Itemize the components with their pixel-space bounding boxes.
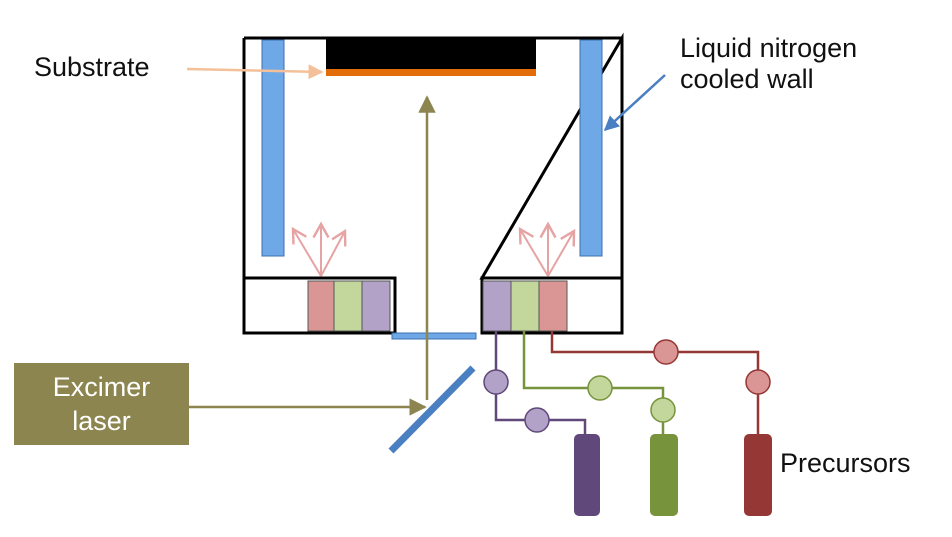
mirror — [388, 365, 476, 454]
red-valve-2[interactable] — [745, 369, 771, 395]
green-valve-2[interactable] — [650, 397, 676, 423]
substrate-holder — [326, 39, 536, 69]
source-block-left — [242, 276, 397, 335]
cell-purple-left — [361, 280, 391, 332]
purple-valve-2[interactable] — [524, 407, 550, 433]
substrate-label: Substrate — [34, 52, 150, 82]
cooled-wall-left — [261, 39, 285, 257]
green-gas-line — [522, 331, 678, 516]
cooled-wall-right — [579, 39, 603, 257]
green-precursor-cylinder — [650, 434, 678, 516]
green-valve-1[interactable] — [587, 375, 613, 401]
purple-precursor-cylinder — [574, 434, 600, 516]
plume-arrows-left — [291, 221, 347, 277]
cell-red-right — [538, 280, 568, 332]
red-valve-1[interactable] — [653, 339, 679, 365]
substrate-pointer-arrow — [186, 64, 324, 80]
purple-gas-line — [483, 331, 600, 516]
precursors-label: Precursors — [780, 448, 911, 478]
cell-green-right — [510, 280, 540, 332]
liquid-nitrogen-label-line1: Liquid nitrogen — [680, 33, 858, 63]
excimer-label-line1: Excimer — [52, 372, 151, 402]
red-gas-line — [550, 331, 772, 516]
liquid-nitrogen-label: Liquid nitrogen cooled wall — [680, 33, 857, 95]
red-precursor-cylinder — [744, 434, 772, 516]
plume-arrows-right — [518, 221, 576, 277]
cell-green-left — [333, 280, 363, 332]
cell-purple-right — [482, 280, 512, 332]
excimer-laser-box: Excimer laser — [14, 363, 189, 445]
cell-red-left — [307, 280, 335, 332]
source-cells-left — [307, 280, 391, 332]
substrate — [326, 69, 536, 76]
source-cells-right — [482, 280, 568, 332]
ln2-pointer-arrow — [603, 74, 666, 132]
liquid-nitrogen-label-line2: cooled wall — [680, 64, 814, 94]
optical-window — [391, 332, 477, 340]
purple-valve-1[interactable] — [483, 369, 509, 395]
excimer-label-line2: laser — [72, 406, 131, 436]
